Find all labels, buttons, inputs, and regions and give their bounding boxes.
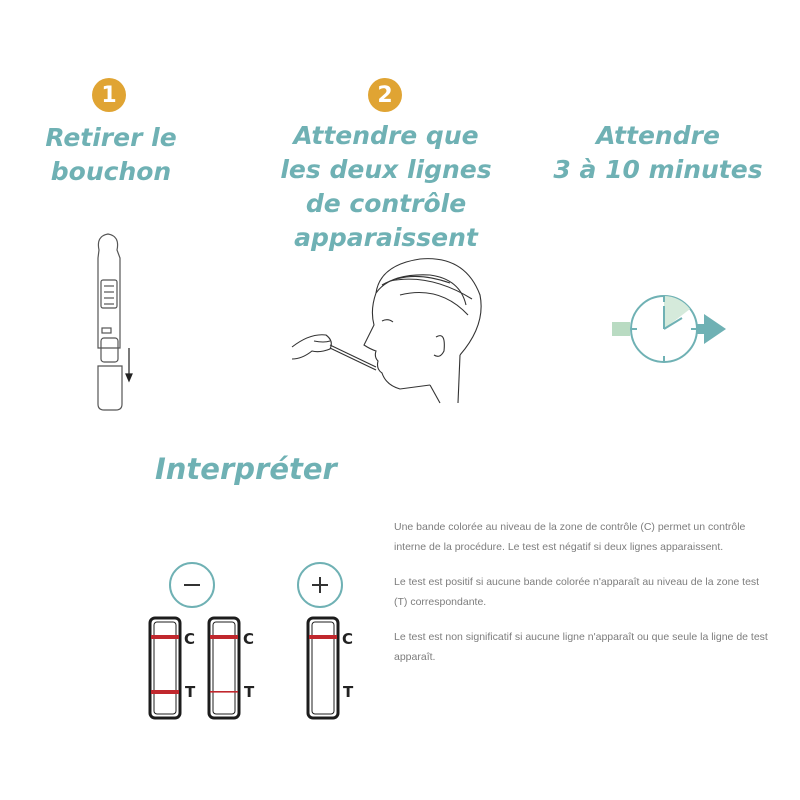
test-strip-negative-strong (148, 616, 182, 720)
strip-1-test-label: T (185, 683, 196, 701)
step-2-badge: 2 (368, 78, 402, 112)
test-device-illustration (97, 233, 133, 411)
plus-icon (312, 577, 328, 593)
nasal-sampling-illustration (291, 258, 482, 404)
strip-3-test-label: T (343, 683, 354, 701)
step-2-title: Attendre que les deux lignes de contrôle… (280, 121, 492, 252)
interpret-paragraph-positive: Le test est positif si aucune bande colo… (394, 576, 760, 608)
step-1-title: Retirer le bouchon (45, 123, 177, 186)
positive-sign (297, 562, 343, 608)
interpret-paragraph-negative: Une bande colorée au niveau de la zone d… (394, 521, 746, 553)
test-strip-negative-faint (207, 616, 241, 720)
step-1-badge: 1 (92, 78, 126, 112)
interpret-title: Interpréter (155, 452, 337, 486)
test-strip-positive (306, 616, 340, 720)
step-2-number: 2 (377, 82, 393, 108)
strip-1-control-label: C (184, 630, 196, 648)
step-1-number: 1 (101, 82, 117, 108)
strip-3-control-label: C (342, 630, 354, 648)
step-3-title: Attendre 3 à 10 minutes (553, 121, 763, 184)
timer-clock-icon (612, 295, 726, 363)
interpret-paragraph-invalid: Le test est non significatif si aucune l… (394, 631, 768, 663)
strip-2-control-label: C (243, 630, 255, 648)
minus-icon (184, 584, 200, 586)
strip-2-test-label: T (244, 683, 255, 701)
negative-sign (169, 562, 215, 608)
